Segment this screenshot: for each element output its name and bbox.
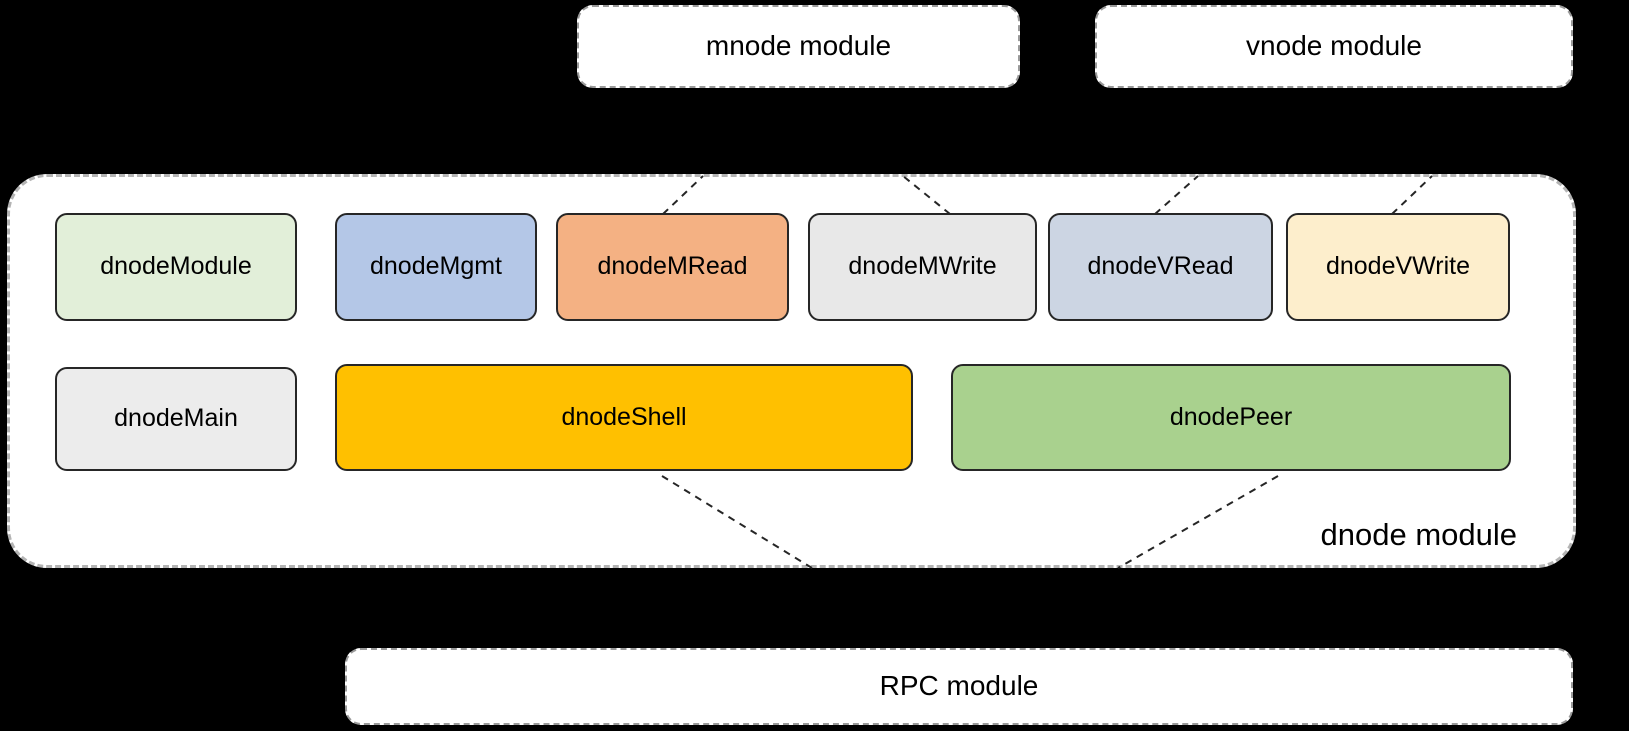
node-box-dnodeVWrite[interactable]: dnodeVWrite [1286, 213, 1510, 321]
mnode-module-panel: mnode module [577, 5, 1020, 88]
node-label-dnodeMain: dnodeMain [114, 404, 238, 433]
node-box-dnodePeer[interactable]: dnodePeer [951, 364, 1511, 471]
vnode-module-label: vnode module [1246, 30, 1422, 62]
node-box-dnodeVRead[interactable]: dnodeVRead [1048, 213, 1273, 321]
node-box-dnodeModule[interactable]: dnodeModule [55, 213, 297, 321]
node-label-dnodeShell: dnodeShell [561, 402, 687, 431]
node-box-dnodeMgmt[interactable]: dnodeMgmt [335, 213, 537, 321]
node-label-dnodeVRead: dnodeVRead [1087, 252, 1234, 281]
node-box-dnodeMain[interactable]: dnodeMain [55, 367, 297, 471]
node-label-dnodePeer: dnodePeer [1169, 402, 1293, 431]
node-box-dnodeShell[interactable]: dnodeShell [335, 364, 913, 471]
dnode-module-label: dnode module [1320, 517, 1518, 552]
node-label-dnodeModule: dnodeModule [100, 252, 252, 281]
node-box-dnodeMRead[interactable]: dnodeMRead [556, 213, 789, 321]
node-label-dnodeVWrite: dnodeVWrite [1325, 252, 1471, 281]
node-label-dnodeMWrite: dnodeMWrite [848, 252, 997, 281]
node-label-dnodeMRead: dnodeMRead [597, 252, 748, 281]
rpc-module-label: RPC module [879, 670, 1039, 702]
rpc-module-panel: RPC module [345, 648, 1573, 725]
node-box-dnodeMWrite[interactable]: dnodeMWrite [808, 213, 1037, 321]
mnode-module-label: mnode module [705, 30, 892, 62]
node-label-dnodeMgmt: dnodeMgmt [369, 252, 503, 281]
vnode-module-panel: vnode module [1095, 5, 1573, 88]
